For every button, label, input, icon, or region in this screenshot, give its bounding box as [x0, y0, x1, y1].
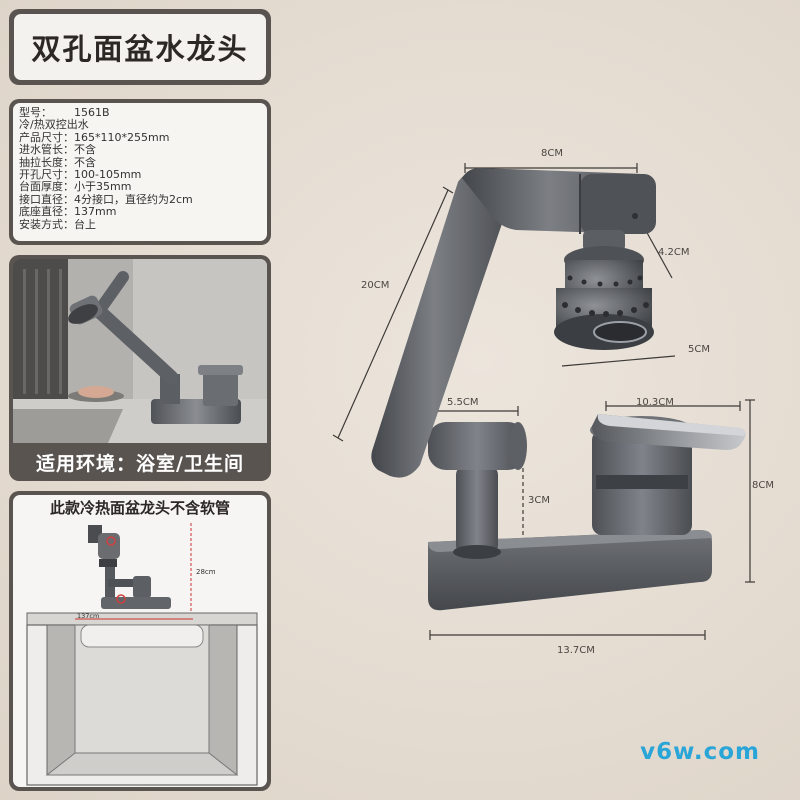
spec-value: 台上: [74, 218, 96, 231]
spec-row: 型号： 1561B: [19, 106, 261, 119]
diagram-height-label: 28cm: [196, 568, 216, 576]
installation-diagram-card: 此款冷热面盆龙头不含软管 28cm 137cm: [9, 491, 271, 791]
diagram-title: 此款冷热面盆龙头不含软管: [49, 499, 230, 517]
title-card: 双孔面盆水龙头: [9, 9, 271, 85]
dim-arm-length: 20CM: [361, 280, 390, 291]
spec-row: 冷/热双控出水: [19, 118, 261, 132]
dim-top-width: 8CM: [541, 148, 563, 159]
spec-row: 底座直径：137mm: [19, 205, 261, 219]
watermark: v6w.com: [640, 739, 760, 765]
spec-card: 型号： 1561B 冷/热双控出水 产品尺寸：165*110*255mm 进水管长…: [9, 99, 271, 245]
spec-value: 165*110*255mm: [74, 131, 170, 144]
spec-key: 抽拉长度：: [19, 155, 74, 169]
spec-row: 产品尺寸：165*110*255mm: [19, 130, 261, 144]
spec-value: 1561B: [74, 107, 110, 119]
dim-head-width: 5CM: [688, 344, 710, 355]
spec-key: 接口直径：: [19, 192, 74, 206]
dim-handle-width: 10.3CM: [636, 397, 674, 408]
spec-row: 抽拉长度：不含: [19, 155, 261, 169]
spec-value: 小于35mm: [74, 181, 132, 194]
spec-row: 台面厚度：小于35mm: [19, 180, 261, 194]
spec-value: 不含: [74, 144, 96, 157]
faucet-product-image: [332, 163, 755, 640]
bathroom-scene-image: [13, 259, 267, 443]
spec-key: 底座直径：: [19, 205, 74, 219]
spec-value: 4分接口，直径约为2cm: [74, 193, 193, 206]
spec-row: 进水管长：不含: [19, 143, 261, 157]
dim-total-height: 8CM: [752, 480, 774, 491]
bathroom-scene-illustration: [13, 259, 267, 443]
dim-head-height: 4.2CM: [658, 247, 690, 258]
spec-list: 型号： 1561B 冷/热双控出水 产品尺寸：165*110*255mm 进水管长…: [13, 103, 267, 241]
spec-key: 开孔尺寸：: [19, 168, 74, 182]
spec-key: 台面厚度：: [19, 180, 74, 194]
spec-key: 型号：: [19, 106, 52, 119]
product-title: 双孔面盆水龙头: [14, 14, 266, 80]
spec-value: 137mm: [74, 206, 117, 219]
spec-key: 产品尺寸：: [19, 130, 74, 144]
spec-key: 进水管长：: [19, 143, 74, 157]
spec-value: 100-105mm: [74, 169, 142, 182]
dim-spout-width: 5.5CM: [447, 397, 479, 408]
diagram-width-label: 137cm: [77, 612, 99, 620]
spec-row: 安装方式：台上: [19, 217, 261, 231]
dim-base-width: 13.7CM: [557, 645, 595, 656]
bathroom-photo-card: 适用环境：浴室/卫生间: [9, 255, 271, 481]
photo-caption: 适用环境：浴室/卫生间: [36, 452, 244, 475]
installation-diagram: 此款冷热面盆龙头不含软管 28cm 137cm: [13, 495, 267, 787]
spec-key: 安装方式：: [19, 217, 74, 231]
spec-key: 冷/热双控出水: [19, 118, 89, 132]
spec-value: 不含: [74, 156, 96, 169]
dim-riser-height: 3CM: [528, 495, 550, 506]
spec-value: [89, 119, 261, 131]
spec-row: 接口直径：4分接口，直径约为2cm: [19, 192, 261, 206]
spec-row: 开孔尺寸：100-105mm: [19, 168, 261, 182]
sink-diagram: 28cm 137cm: [26, 521, 258, 786]
